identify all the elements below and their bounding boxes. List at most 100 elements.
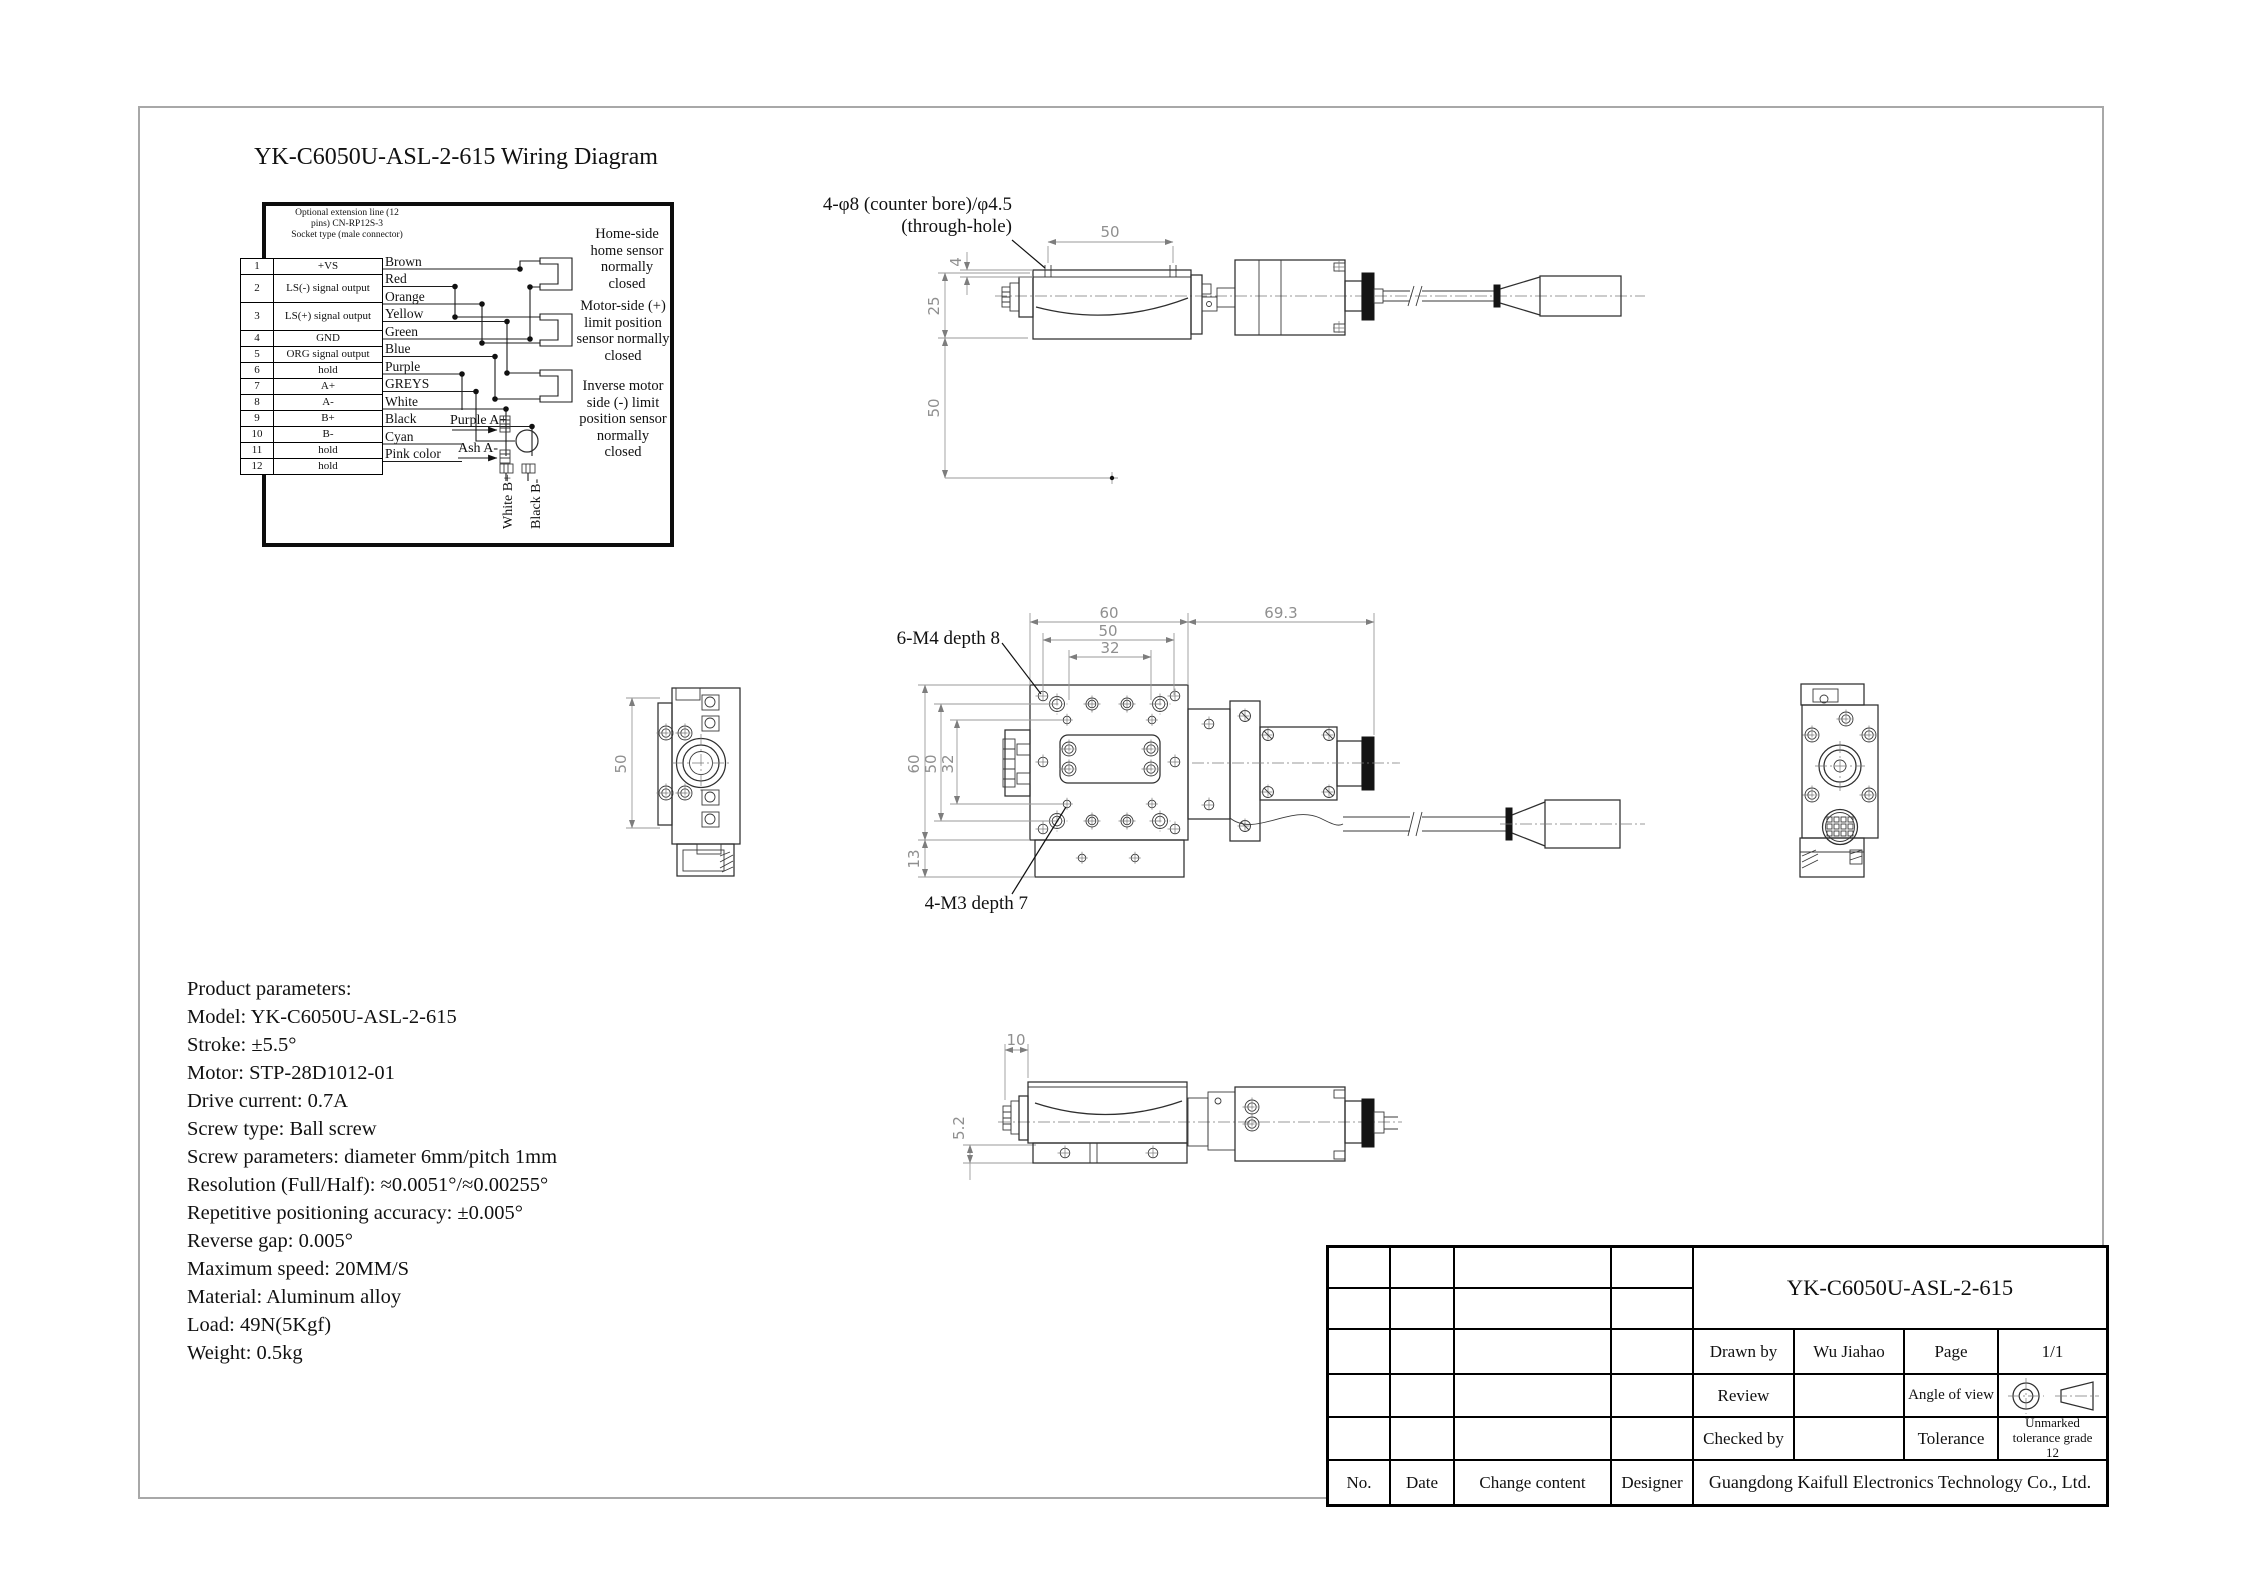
rev-cell bbox=[1611, 1374, 1693, 1417]
rev-cell bbox=[1328, 1417, 1390, 1460]
wire-color-label: Red bbox=[385, 271, 407, 286]
rev-cell bbox=[1611, 1329, 1693, 1374]
pin-num: 7 bbox=[240, 378, 274, 395]
param-line: Weight: 0.5kg bbox=[187, 1342, 303, 1364]
param-line: Material: Aluminum alloy bbox=[187, 1286, 402, 1308]
wire-color-label: Cyan bbox=[385, 429, 414, 444]
pin-name: hold bbox=[273, 442, 383, 459]
pin-num: 12 bbox=[240, 458, 274, 475]
param-line: Resolution (Full/Half): ≈0.0051°/≈0.0025… bbox=[187, 1174, 549, 1196]
pin-num: 5 bbox=[240, 346, 274, 363]
rev-cell bbox=[1454, 1374, 1611, 1417]
no-label: No. bbox=[1328, 1460, 1390, 1505]
pin-num: 10 bbox=[240, 426, 274, 443]
rev-cell bbox=[1454, 1288, 1611, 1329]
sensor-label-motor-side: Motor-side (+) limit position sensor nor… bbox=[576, 298, 670, 364]
param-line: Screw type: Ball screw bbox=[187, 1118, 377, 1140]
pin-num: 11 bbox=[240, 442, 274, 459]
date-label: Date bbox=[1390, 1460, 1454, 1505]
rev-cell bbox=[1328, 1247, 1390, 1288]
wire-color-label: Green bbox=[385, 324, 418, 339]
wire-color-label: Purple bbox=[385, 359, 421, 374]
rev-cell bbox=[1390, 1329, 1454, 1374]
hole-callout: 4-φ8 (counter bore)/φ4.5 (through-hole) bbox=[822, 194, 1012, 237]
page-title: YK-C6050U-ASL-2-615 Wiring Diagram bbox=[254, 144, 658, 170]
rev-cell bbox=[1611, 1247, 1693, 1288]
rev-cell bbox=[1390, 1288, 1454, 1329]
pin-num: 3 bbox=[240, 302, 274, 331]
rev-cell bbox=[1328, 1374, 1390, 1417]
pin-name: LS(+) signal output bbox=[273, 302, 383, 331]
projection-symbol bbox=[1998, 1374, 2107, 1417]
pin-name: B+ bbox=[273, 410, 383, 427]
param-line: Load: 49N(5Kgf) bbox=[187, 1314, 332, 1336]
rev-cell bbox=[1328, 1288, 1390, 1329]
pin-name: B- bbox=[273, 426, 383, 443]
connector-note: Optional extension line (12 pins) CN-RP1… bbox=[291, 208, 403, 240]
product-parameters: Product parameters: Model: YK-C6050U-ASL… bbox=[187, 975, 557, 1367]
part-number: YK-C6050U-ASL-2-615 bbox=[1693, 1247, 2107, 1329]
rev-cell bbox=[1328, 1329, 1390, 1374]
rev-cell bbox=[1390, 1417, 1454, 1460]
pin-name: GND bbox=[273, 330, 383, 347]
review-value bbox=[1794, 1374, 1904, 1417]
param-line: Model: YK-C6050U-ASL-2-615 bbox=[187, 1006, 457, 1028]
pin-name: LS(-) signal output bbox=[273, 274, 383, 303]
param-line: Maximum speed: 20MM/S bbox=[187, 1258, 410, 1280]
pin-num: 2 bbox=[240, 274, 274, 303]
wire-color-label: Black bbox=[385, 411, 417, 426]
pin-num: 9 bbox=[240, 410, 274, 427]
wire-color-label: GREYS bbox=[385, 376, 430, 391]
rev-cell bbox=[1390, 1247, 1454, 1288]
m4-callout: 6-M4 depth 8 bbox=[896, 628, 1000, 649]
param-line: Repetitive positioning accuracy: ±0.005° bbox=[187, 1202, 523, 1224]
review-label: Review bbox=[1693, 1374, 1794, 1417]
wire-color-label: Orange bbox=[385, 289, 425, 304]
pin-name: hold bbox=[273, 362, 383, 379]
third-angle-projection-icon bbox=[2007, 1377, 2099, 1414]
pin-name: A+ bbox=[273, 378, 383, 395]
pin-num: 1 bbox=[240, 258, 274, 275]
param-line: Motor: STP-28D1012-01 bbox=[187, 1062, 395, 1084]
wire-color-label: Brown bbox=[385, 254, 422, 269]
sheet-border bbox=[138, 106, 2104, 1499]
rev-cell bbox=[1454, 1247, 1611, 1288]
param-line: Screw parameters: diameter 6mm/pitch 1mm bbox=[187, 1146, 558, 1168]
wire-color-label: Yellow bbox=[385, 306, 424, 321]
sensor-label-inverse: Inverse motor side (-) limit position se… bbox=[579, 378, 667, 460]
pin-name: ORG signal output bbox=[273, 346, 383, 363]
drawn-by-value: Wu Jiahao bbox=[1794, 1329, 1904, 1374]
pin-name: hold bbox=[273, 458, 383, 475]
wire-color-label: White bbox=[385, 394, 418, 409]
change-content-label: Change content bbox=[1454, 1460, 1611, 1505]
param-line: Product parameters: bbox=[187, 978, 352, 1000]
param-line: Stroke: ±5.5° bbox=[187, 1034, 297, 1056]
rev-cell bbox=[1611, 1288, 1693, 1329]
sensor-label-home: Home-side home sensor normally closed bbox=[590, 226, 664, 292]
tolerance-value: Unmarked tolerance grade 12 bbox=[1998, 1415, 2107, 1460]
rev-cell bbox=[1454, 1329, 1611, 1374]
angle-of-view-label: Angle of view bbox=[1904, 1374, 1998, 1417]
page-value: 1/1 bbox=[1998, 1329, 2107, 1374]
title-block: No. Date Change content Designer YK-C605… bbox=[1326, 1245, 2109, 1507]
checked-by-label: Checked by bbox=[1693, 1417, 1794, 1460]
param-line: Drive current: 0.7A bbox=[187, 1090, 349, 1112]
m3-callout: 4-M3 depth 7 bbox=[924, 893, 1028, 914]
pin-name: +VS bbox=[273, 258, 383, 275]
param-line: Reverse gap: 0.005° bbox=[187, 1230, 353, 1252]
rev-cell bbox=[1454, 1417, 1611, 1460]
pin-num: 4 bbox=[240, 330, 274, 347]
rev-cell bbox=[1390, 1374, 1454, 1417]
tolerance-label: Tolerance bbox=[1904, 1417, 1998, 1460]
company-name: Guangdong Kaifull Electronics Technology… bbox=[1693, 1460, 2107, 1505]
drawn-by-label: Drawn by bbox=[1693, 1329, 1794, 1374]
wire-color-label: Blue bbox=[385, 341, 411, 356]
wire-color-label: Pink color bbox=[385, 446, 441, 461]
pin-num: 6 bbox=[240, 362, 274, 379]
page-label: Page bbox=[1904, 1329, 1998, 1374]
pin-num: 8 bbox=[240, 394, 274, 411]
rev-cell bbox=[1611, 1417, 1693, 1460]
pin-name: A- bbox=[273, 394, 383, 411]
